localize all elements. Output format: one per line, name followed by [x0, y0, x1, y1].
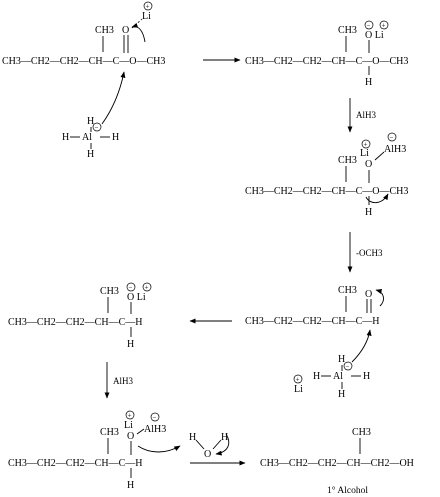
free-lithium: Li: [294, 384, 303, 395]
aldehyde-molecule: CH3—CH2—CH2—CH—C—H CH3 O: [245, 285, 379, 327]
svg-text:+: +: [145, 284, 149, 292]
li-plus-charge: +: [143, 1, 153, 11]
alkoxide-h: H: [127, 339, 134, 350]
al-minus-charge: −: [343, 361, 353, 371]
alh3-complex: CH3—CH2—CH2—CH—C—O—CH3 CH3 O Li + AlH3 −…: [245, 132, 408, 218]
product-molecule: CH3—CH2—CH2—CH—CH2—OH CH3 1° Alcohol: [260, 427, 414, 496]
alkoxide-complex-h: H: [127, 480, 134, 491]
lah-h-right: H: [112, 132, 119, 143]
hydride-attack-arrow: [101, 71, 126, 125]
complex-alh3: AlH3: [384, 144, 406, 155]
ester-methyl: CH3: [95, 25, 114, 36]
lah2-h-top: H: [338, 354, 345, 365]
lah2-h-right: H: [363, 371, 370, 382]
intermediate-chain: CH3—CH2—CH2—CH—C—O—CH3: [245, 56, 408, 67]
carbonyl-electron-arrow-2: [375, 288, 384, 307]
svg-text:+: +: [364, 141, 368, 149]
alkoxide-complex-oxygen: O: [127, 431, 134, 442]
ester-chain: CH3—CH2—CH2—CH—C—O—CH3: [2, 56, 165, 67]
carbonyl-oxygen: O: [122, 25, 129, 36]
product-chain: CH3—CH2—CH2—CH—CH2—OH: [260, 458, 414, 469]
water-electron-arrow: [215, 433, 230, 456]
o-minus-charge: −: [364, 20, 374, 30]
lah-h-top: H: [87, 116, 94, 127]
svg-text:+: +: [146, 3, 150, 11]
ester-molecule: CH3—CH2—CH2—CH—C—O—CH3 CH3 O Li +: [2, 1, 165, 67]
product-caption: 1° Alcohol: [327, 485, 368, 496]
water-h-left: H: [189, 432, 196, 443]
al-minus-charge: −: [150, 412, 160, 422]
li-plus-charge: +: [125, 410, 135, 420]
complex-methyl: CH3: [338, 155, 357, 166]
water-oxygen: O: [204, 449, 211, 460]
svg-text:−: −: [153, 414, 157, 422]
lithium-ion: Li: [142, 11, 151, 22]
water-h-right: H: [221, 432, 228, 443]
step2-reagent: AlH3: [356, 110, 376, 120]
alkoxide-complex-lithium: Li: [124, 420, 133, 431]
alkoxide-methyl: CH3: [100, 286, 119, 297]
hydride-attack-arrow-2: [351, 329, 372, 363]
lah2-aluminum: Al: [333, 371, 343, 382]
complex-chain: CH3—CH2—CH2—CH—C—O—CH3: [245, 186, 408, 197]
al-minus-charge: −: [387, 132, 397, 142]
complex-h: H: [365, 207, 372, 218]
lah-aluminum: Al: [82, 132, 92, 143]
tetrahedral-intermediate: CH3—CH2—CH2—CH—C—O—CH3 CH3 O Li − + H: [245, 20, 408, 88]
li-plus-charge: +: [142, 282, 152, 292]
alkoxide-alh3-complex: CH3—CH2—CH2—CH—C—H CH3 O Li + AlH3 − H: [8, 410, 166, 491]
o-minus-charge: −: [126, 282, 136, 292]
lah-reagent: H H Al H H −: [62, 116, 119, 160]
water-molecule: H O H: [189, 432, 228, 460]
alkoxide-oxygen-lithium: O Li: [365, 30, 384, 41]
aldehyde-methyl: CH3: [338, 285, 357, 296]
lah2-h-left: H: [313, 371, 320, 382]
alkoxide-oxygen-lithium: O Li: [127, 292, 146, 303]
alkoxide-complex-chain: CH3—CH2—CH2—CH—C—H: [8, 458, 142, 469]
aldehyde-oxygen: O: [365, 289, 372, 300]
svg-text:−: −: [129, 284, 133, 292]
li-plus-charge: +: [361, 139, 371, 149]
li-counter-ion: Li +: [293, 374, 303, 395]
li-plus-charge: +: [293, 374, 303, 384]
carbonyl-electron-arrow: [131, 22, 146, 43]
alkoxide-complex-alh3: AlH3: [144, 424, 166, 435]
li-plus-charge: +: [379, 20, 389, 30]
methoxide-leaving-arrow: [365, 193, 389, 204]
aldehyde-chain: CH3—CH2—CH2—CH—C—H: [245, 316, 379, 327]
product-methyl: CH3: [352, 427, 371, 438]
intermediate-methyl: CH3: [338, 25, 357, 36]
complex-oxygen: O: [365, 159, 372, 170]
lah2-h-bottom: H: [338, 389, 345, 400]
al-minus-charge: −: [92, 122, 102, 132]
intermediate-h: H: [365, 77, 372, 88]
svg-text:−: −: [390, 134, 394, 142]
complex-lithium: Li: [360, 148, 369, 159]
svg-text:+: +: [382, 22, 386, 30]
svg-text:−: −: [95, 124, 99, 132]
svg-text:−: −: [346, 363, 350, 371]
lah-reagent-2: H H Al H H −: [313, 354, 370, 400]
step5-reagent: AlH3: [113, 376, 133, 386]
lah-h-left: H: [62, 132, 69, 143]
lah-h-bottom: H: [87, 149, 94, 160]
svg-text:−: −: [367, 22, 371, 30]
svg-text:+: +: [296, 376, 300, 384]
alkoxide-complex-methyl: CH3: [100, 427, 119, 438]
svg-text:+: +: [128, 412, 132, 420]
protonation-arrow: [137, 445, 181, 453]
alkoxide-molecule: CH3—CH2—CH2—CH—C—H CH3 O Li − + H: [8, 282, 152, 350]
alkoxide-chain: CH3—CH2—CH2—CH—C—H: [8, 317, 142, 328]
step3-reagent: -OCH3: [356, 248, 383, 258]
